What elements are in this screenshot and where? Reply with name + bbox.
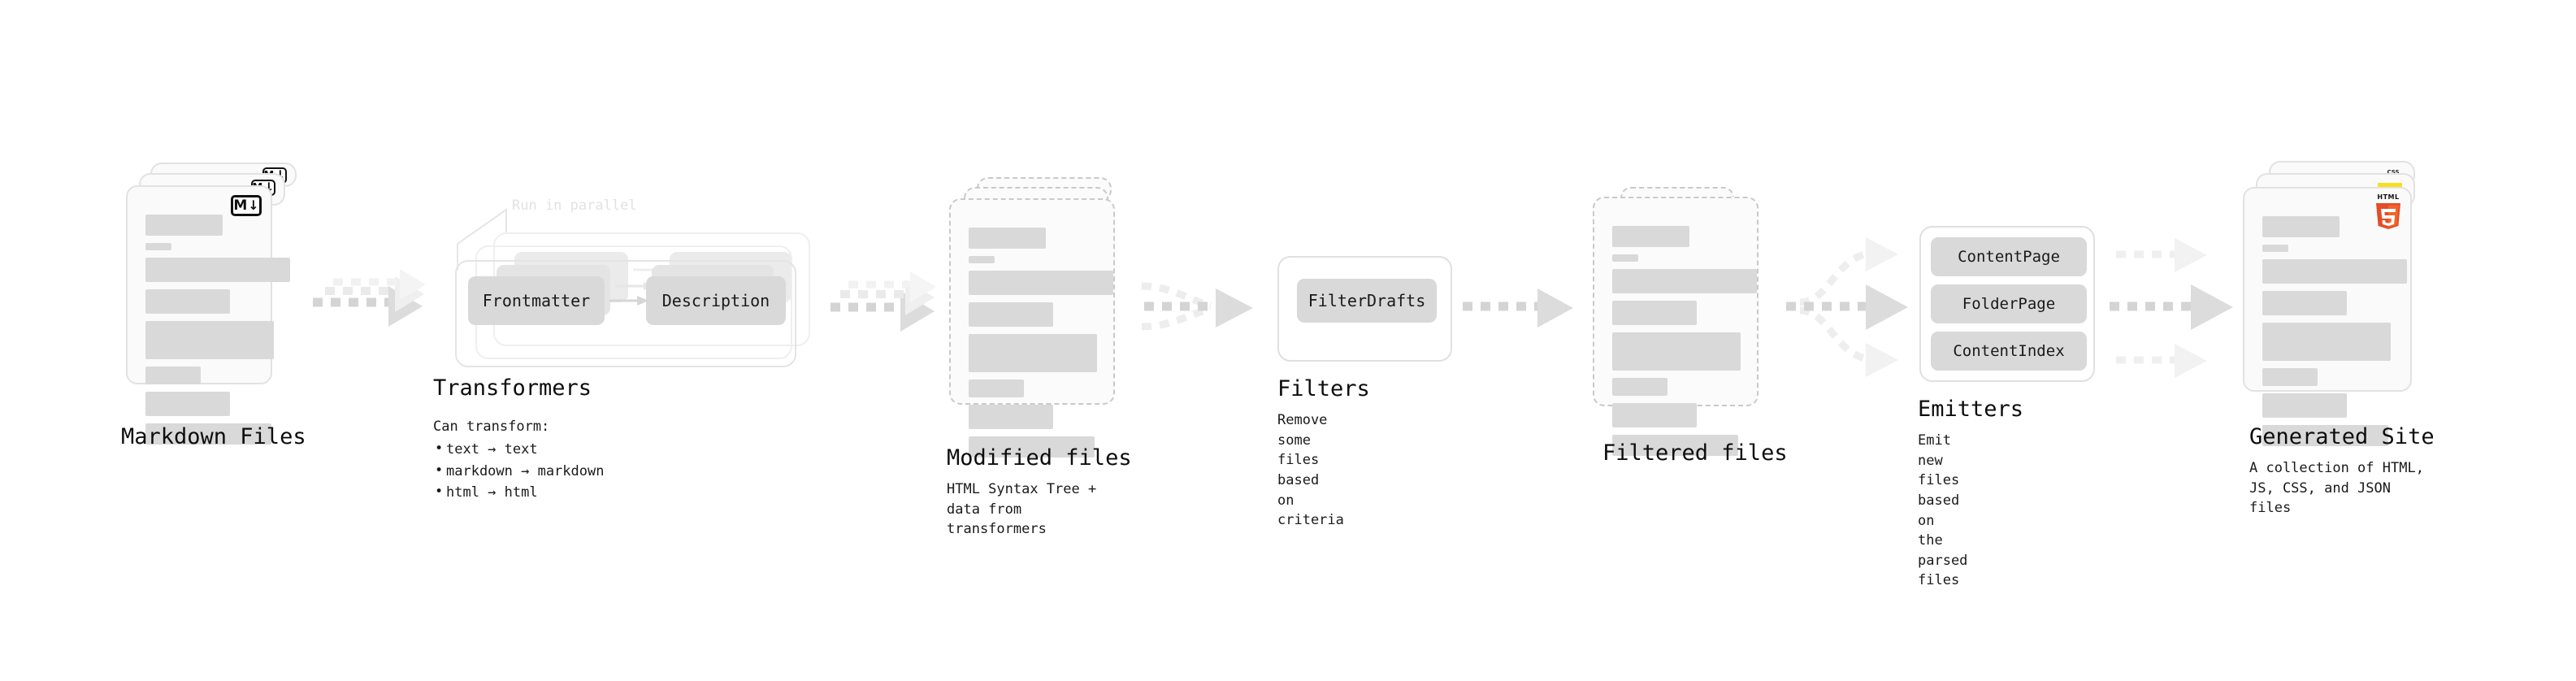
skeleton-bar	[969, 334, 1097, 372]
skeleton-bar	[1612, 269, 1757, 293]
arrow-filtered-to-emitters	[1786, 237, 1908, 377]
skeleton-bar	[2262, 216, 2340, 237]
skeleton-bar	[969, 405, 1053, 429]
page-title-modified-files: Modified files	[947, 445, 1132, 471]
transformers-bullets: Can transform: text → text markdown → ma…	[433, 416, 604, 503]
bullets-list: text → text markdown → markdown html → h…	[433, 438, 604, 503]
generated-card-front: HTML	[2243, 187, 2412, 446]
skeleton-bar	[1612, 226, 1689, 247]
skeleton-bar	[2262, 245, 2288, 252]
skeleton-bar	[1612, 332, 1741, 371]
skeleton-bar	[1612, 254, 1638, 262]
transformer-node-description[interactable]: Description	[646, 276, 786, 325]
subtitle-filters: Remove some files based on criteria	[1277, 412, 1344, 529]
emitters-box: ContentPage FolderPage ContentIndex	[1919, 226, 2095, 382]
skeleton-bar	[1612, 378, 1667, 396]
skeleton-bar	[145, 392, 230, 416]
subtitle-emitters: Emit new files based on the parsed files	[1918, 432, 1968, 589]
skeleton-bar	[1612, 435, 1738, 456]
page-title-filters: Filters	[1277, 376, 1370, 401]
subtitle-modified-files: HTML Syntax Tree + data from transformer…	[947, 481, 1097, 538]
stage-markdown-files: M↓ M↓ M↓ Markdown Files	[121, 163, 306, 449]
skeleton-bar	[145, 321, 274, 359]
skeleton-bar	[969, 228, 1046, 249]
skeleton-bar	[145, 423, 271, 445]
stage-modified-files: Modified files HTML Syntax Tree + data f…	[947, 177, 1132, 537]
transformer-node-frontmatter[interactable]: Frontmatter	[468, 276, 605, 325]
page-title-emitters: Emitters	[1918, 397, 2024, 422]
skeleton-bar	[969, 436, 1095, 458]
html5-icon-label: HTML	[2377, 193, 2400, 201]
arrow-filters-to-filtered	[1463, 288, 1573, 327]
skeleton-bar	[1612, 301, 1697, 325]
skeleton-bar	[2262, 323, 2391, 361]
subtitle-generated-site: A collection of HTML, JS, CSS, and JSON …	[2249, 460, 2424, 517]
skeleton-bar	[145, 258, 290, 282]
filter-node-filterdrafts[interactable]: FilterDrafts	[1297, 279, 1437, 323]
skeleton-bar	[2262, 393, 2347, 418]
skeleton-bar	[2262, 259, 2407, 284]
skeleton-bar	[2262, 368, 2318, 386]
arrow-markdown-to-transformers	[313, 269, 426, 327]
markdown-icon-letter: M	[233, 197, 248, 214]
skeleton-bar	[2262, 425, 2388, 446]
arrow-transformers-to-modified	[830, 271, 936, 332]
markdown-icon-arrow: ↓	[248, 197, 259, 213]
stage-generated-site: CSS HTML Generated Site A	[2243, 161, 2435, 516]
transformer-layer-front: Frontmatter Description	[455, 260, 796, 367]
markdown-card-front: M↓	[126, 185, 290, 445]
arrow-emitters-to-generated-site	[2110, 238, 2233, 378]
bullet-item: markdown → markdown	[433, 460, 604, 482]
page-title-markdown-files: Markdown Files	[121, 424, 306, 449]
document-skeleton	[145, 215, 290, 452]
bullet-item: text → text	[433, 438, 604, 460]
markdown-file-stack: M↓ M↓ M↓	[126, 163, 297, 445]
filtered-file-stack	[1593, 187, 1767, 456]
skeleton-bar	[969, 271, 1113, 295]
filtered-card-front	[1593, 197, 1759, 456]
skeleton-bar	[145, 243, 171, 250]
page-title-transformers: Transformers	[433, 375, 592, 401]
stage-transformers: Run in parallel Frontmatter Description …	[433, 195, 825, 503]
html5-icon: HTML	[2374, 193, 2402, 229]
run-in-parallel-label: Run in parallel	[512, 197, 637, 214]
bullets-lead: Can transform:	[433, 419, 550, 435]
skeleton-bar	[145, 215, 223, 236]
modified-card-front	[949, 198, 1115, 458]
skeleton-bar	[2262, 291, 2347, 315]
document-skeleton	[1612, 226, 1757, 463]
skeleton-bar	[145, 289, 230, 314]
emitter-node-contentindex[interactable]: ContentIndex	[1931, 332, 2087, 371]
skeleton-bar	[969, 380, 1024, 397]
emitter-node-contentpage[interactable]: ContentPage	[1931, 237, 2087, 276]
skeleton-bar	[969, 302, 1053, 327]
markdown-icon: M↓	[231, 195, 262, 216]
page-title-filtered-files: Filtered files	[1602, 440, 1788, 466]
skeleton-bar	[1612, 403, 1697, 427]
generated-site-stack: CSS HTML	[2243, 161, 2430, 446]
skeleton-bar	[969, 256, 995, 263]
page-title-generated-site: Generated Site	[2249, 424, 2435, 449]
emitter-node-folderpage[interactable]: FolderPage	[1931, 284, 2087, 323]
modified-file-stack	[949, 177, 1124, 458]
skeleton-bar	[145, 367, 201, 384]
arrow-modified-to-filters	[1141, 282, 1253, 331]
document-skeleton	[969, 228, 1113, 465]
filters-box: FilterDrafts	[1277, 256, 1452, 362]
stage-filtered-files: Filtered files	[1593, 187, 1788, 466]
bullet-item: html → html	[433, 481, 604, 503]
transformers-stack: Run in parallel Frontmatter Description	[443, 195, 825, 382]
css-icon-label: CSS	[2387, 169, 2400, 176]
document-skeleton	[2262, 216, 2407, 453]
